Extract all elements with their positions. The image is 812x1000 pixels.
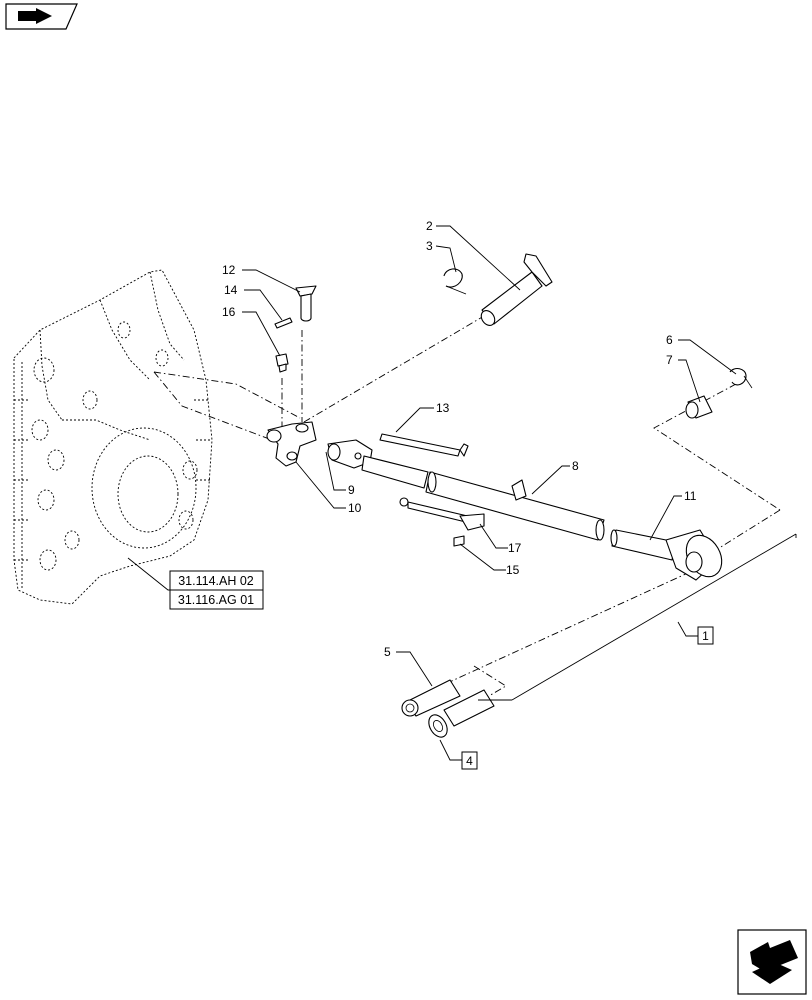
locking-rod-13 xyxy=(379,433,469,457)
transmission-housing xyxy=(13,269,213,605)
top-link-tube-8 xyxy=(361,455,605,541)
pin-5 xyxy=(401,679,461,717)
svg-text:31.114.AH 02: 31.114.AH 02 xyxy=(178,574,254,588)
clip-14 xyxy=(274,317,293,329)
pin-15 xyxy=(453,535,465,547)
label-15: 15 xyxy=(506,563,520,577)
back-arrow-icon[interactable] xyxy=(5,3,78,30)
label-7: 7 xyxy=(666,353,673,367)
part-labels: 2 3 12 14 16 6 7 13 8 9 11 10 17 15 5 xyxy=(222,219,697,659)
grease-nipple-16 xyxy=(275,353,289,373)
pin-4 xyxy=(428,689,495,738)
bracket-10 xyxy=(266,421,317,467)
alignment-lines xyxy=(153,315,781,701)
label-10: 10 xyxy=(348,501,362,515)
leader-lines xyxy=(242,225,797,761)
label-6: 6 xyxy=(666,333,673,347)
svg-text:31.116.AG 01: 31.116.AG 01 xyxy=(178,593,254,607)
label-13: 13 xyxy=(436,401,450,415)
boxed-label-4[interactable]: 4 xyxy=(461,751,478,770)
boxed-label-1[interactable]: 1 xyxy=(697,626,714,645)
label-11: 11 xyxy=(684,489,697,503)
next-page-arrow-icon[interactable] xyxy=(737,929,807,995)
reference-box-2[interactable]: 31.116.AG 01 xyxy=(169,589,264,610)
bush-7 xyxy=(685,395,713,419)
top-link-end-11 xyxy=(610,529,723,581)
reference-box-1[interactable]: 31.114.AH 02 xyxy=(169,570,264,591)
label-5: 5 xyxy=(384,645,391,659)
label-3: 3 xyxy=(426,239,433,253)
label-8: 8 xyxy=(572,459,579,473)
pin-2 xyxy=(480,253,553,326)
svg-text:4: 4 xyxy=(466,754,473,768)
label-9: 9 xyxy=(348,483,355,497)
svg-text:1: 1 xyxy=(702,629,709,643)
label-14: 14 xyxy=(224,283,238,297)
spring-clip-3 xyxy=(443,268,467,295)
label-12: 12 xyxy=(222,263,236,277)
pin-12 xyxy=(295,285,317,322)
label-16: 16 xyxy=(222,305,236,319)
lever-17 xyxy=(399,497,485,531)
label-17: 17 xyxy=(508,541,522,555)
label-2: 2 xyxy=(426,219,433,233)
top-link-end-9 xyxy=(327,439,373,469)
